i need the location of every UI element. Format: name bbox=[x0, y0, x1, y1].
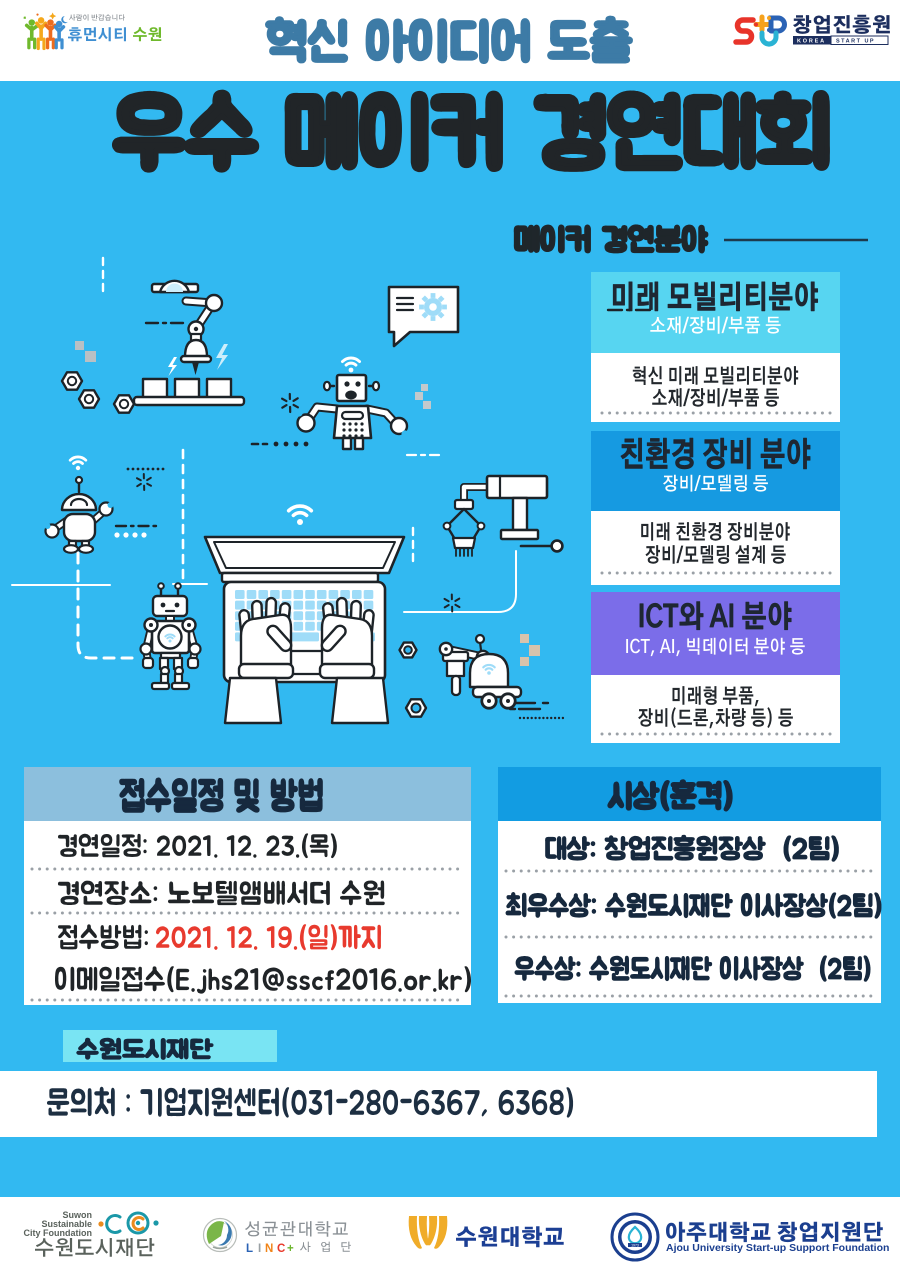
svg-text:+: + bbox=[287, 1243, 294, 1255]
svg-text:L: L bbox=[246, 1243, 253, 1255]
svg-text:Suwon: Suwon bbox=[63, 1210, 93, 1220]
svg-text:START UP: START UP bbox=[836, 39, 875, 45]
svg-text:City Foundation: City Foundation bbox=[24, 1228, 93, 1238]
svg-text:Sustainable: Sustainable bbox=[41, 1219, 92, 1229]
svg-text:C: C bbox=[277, 1243, 285, 1255]
svg-text:Ajou University Start-up Suppo: Ajou University Start-up Support Foundat… bbox=[666, 1242, 889, 1254]
svg-text:1973: 1973 bbox=[631, 1244, 639, 1248]
svg-text:KOREA: KOREA bbox=[797, 39, 826, 45]
svg-text:I: I bbox=[258, 1243, 261, 1255]
svg-text:N: N bbox=[265, 1243, 273, 1255]
